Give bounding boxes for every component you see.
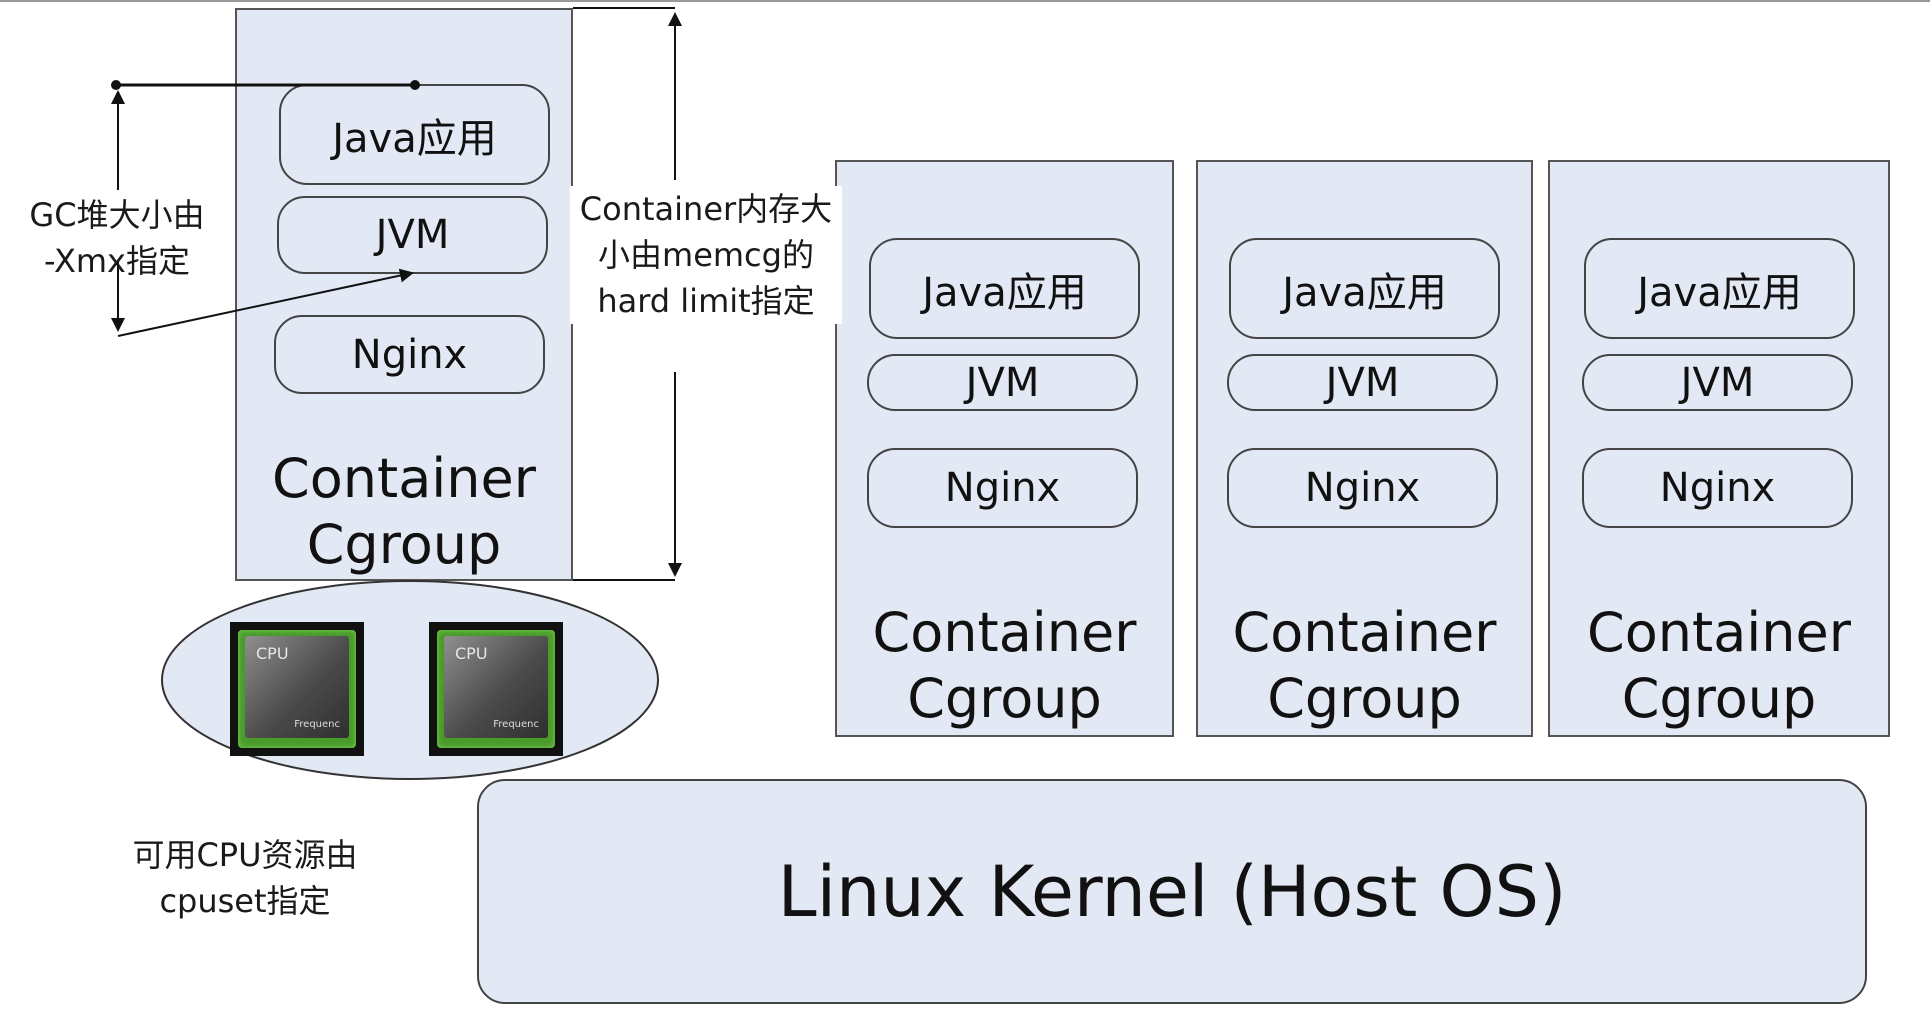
cpu-chip-icon: CPU Frequenc [429,622,563,756]
container-label-line1: Container [1232,601,1497,664]
container-label-line2: Cgroup [1621,667,1817,730]
nginx-pill-1: Nginx [274,315,545,394]
cpu-chip-icon: CPU Frequenc [230,622,364,756]
top-border-line [0,0,1930,2]
cpu-chip-die [245,636,349,738]
container-memory-line1: Container内存大 [579,190,833,228]
cpu-resources-line2: cpuset指定 [159,882,331,920]
container-label-line2: Cgroup [306,513,502,576]
container-label-line2: Cgroup [907,667,1102,730]
java-app-pill-2: Java应用 [869,238,1140,339]
cpu-chip-die [444,636,548,738]
nginx-pill-3: Nginx [1227,448,1498,528]
container-cgroup-label-3: Container Cgroup [1196,600,1533,732]
container-cgroup-label-1: Container Cgroup [235,446,573,578]
cpu-resources-line1: 可用CPU资源由 [132,836,358,874]
gc-heap-top-dot-right [410,80,420,90]
container-memory-line2: 小由memcg的 [598,236,814,274]
container-memory-annotation: Container内存大 小由memcg的 hard limit指定 [570,186,842,324]
container-cgroup-label-4: Container Cgroup [1548,600,1890,732]
gc-heap-top-dot-left [111,80,121,90]
gc-heap-line1: GC堆大小由 [29,196,205,234]
container-memory-line3: hard limit指定 [597,282,815,320]
jvm-pill-3: JVM [1227,354,1498,411]
jvm-pill-2: JVM [867,354,1138,411]
cpu-chip-small-label: Frequenc [493,719,539,730]
nginx-pill-4: Nginx [1582,448,1853,528]
container-label-line1: Container [272,447,536,510]
container-label-line1: Container [1587,601,1851,664]
cpu-chip-small-label: Frequenc [294,719,340,730]
nginx-pill-2: Nginx [867,448,1138,528]
java-app-pill-3: Java应用 [1229,238,1500,339]
jvm-pill-1: JVM [277,196,548,274]
java-app-pill-1: Java应用 [279,84,550,185]
container-label-line2: Cgroup [1267,667,1462,730]
linux-kernel-box: Linux Kernel (Host OS) [477,779,1867,1004]
container-label-line1: Container [872,601,1137,664]
jvm-pill-4: JVM [1582,354,1853,411]
cpu-resources-annotation: 可用CPU资源由 cpuset指定 [100,832,390,924]
gc-heap-pointer-line [117,268,414,337]
container-cgroup-label-2: Container Cgroup [835,600,1174,732]
java-app-pill-4: Java应用 [1584,238,1855,339]
cpu-chip-label: CPU [256,644,289,663]
cpu-chip-label: CPU [455,644,488,663]
